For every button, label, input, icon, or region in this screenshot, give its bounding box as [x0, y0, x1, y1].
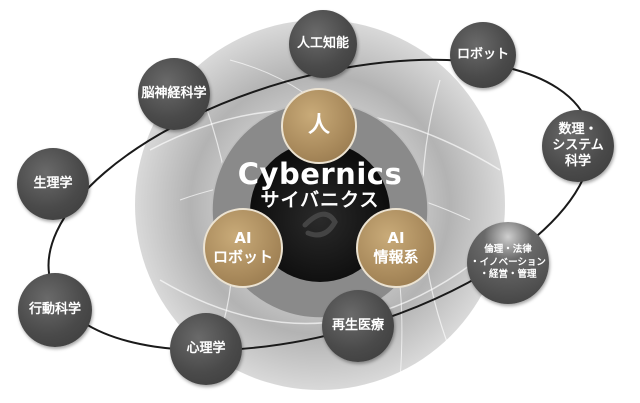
node-math-systems: 数理・ システム 科学: [542, 110, 614, 182]
node-ai-info: AI 情報系: [356, 208, 436, 288]
node-ai: 人工知能: [289, 10, 357, 78]
center-title: Cybernics: [237, 157, 403, 191]
node-physiology: 生理学: [17, 148, 89, 220]
core-swirl-mark: [302, 211, 338, 238]
node-robot: ロボット: [450, 22, 516, 88]
node-regenerative-medicine: 再生医療: [322, 290, 394, 362]
node-neuroscience: 脳神経科学: [138, 58, 210, 130]
node-ai-robot: AI ロボット: [203, 208, 283, 288]
node-human: 人: [281, 88, 357, 164]
node-psychology: 心理学: [170, 313, 242, 385]
node-ethics-law: 倫理・法律 ・イノベーション ・経営・管理: [467, 222, 549, 304]
center-subtitle: サイバニクス: [260, 189, 380, 211]
core-circle: [250, 142, 390, 282]
node-behavioral-science: 行動科学: [18, 273, 92, 347]
